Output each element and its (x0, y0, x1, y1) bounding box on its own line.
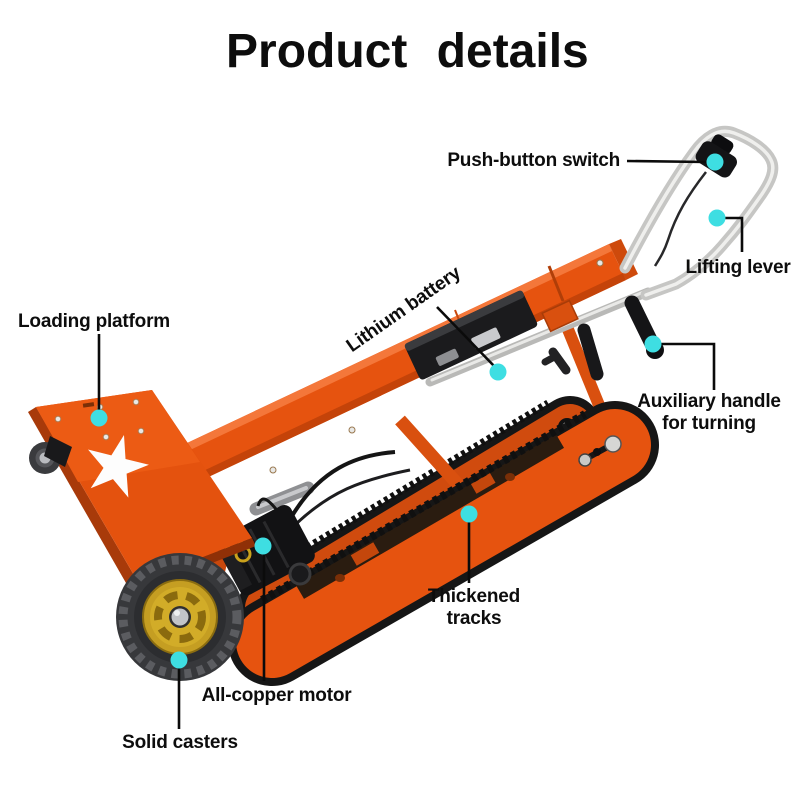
hydraulic-cylinder (249, 481, 315, 516)
label-push-button-switch: Push-button switch (447, 150, 620, 171)
label-solid-casters: Solid casters (122, 732, 238, 753)
callout-line-push-button-switch (626, 159, 707, 164)
callout-dot-push-button-switch (706, 153, 724, 171)
callout-dot-thickened-tracks (460, 505, 478, 523)
label-auxiliary-handle-line2: for turning (662, 413, 756, 434)
callout-dot-loading-platform (90, 409, 108, 427)
loading-platform-plate (28, 390, 256, 590)
swivel-caster (29, 436, 72, 474)
label-loading-platform: Loading platform (18, 311, 170, 332)
lithium-battery-pack (404, 290, 538, 380)
callout-dot-all-copper-motor (254, 537, 272, 555)
label-thickened-tracks: Thickened tracks (427, 586, 521, 629)
callout-dot-solid-casters (170, 651, 188, 669)
callout-dot-lithium-battery (489, 363, 507, 381)
label-auxiliary-handle-line1: Auxiliary handle (637, 391, 781, 412)
page-title: Product details (226, 25, 589, 78)
main-wheel (116, 553, 244, 681)
callout-dot-lifting-lever (708, 209, 726, 227)
callout-dots (90, 153, 726, 669)
label-lifting-lever: Lifting lever (685, 257, 791, 278)
label-auxiliary-handle: Auxiliary handle for turning (619, 391, 799, 435)
label-all-copper-motor: All-copper motor (201, 685, 352, 706)
lever-shaft (425, 287, 653, 387)
callout-dot-auxiliary-handle (644, 335, 662, 353)
callout-line-lithium-battery (436, 306, 496, 368)
callout-line-auxiliary-handle (661, 342, 716, 390)
star-cutout (88, 434, 149, 498)
callout-line-lifting-lever (724, 216, 744, 252)
callout-lines (97, 159, 744, 729)
track-rail-front (228, 401, 659, 686)
